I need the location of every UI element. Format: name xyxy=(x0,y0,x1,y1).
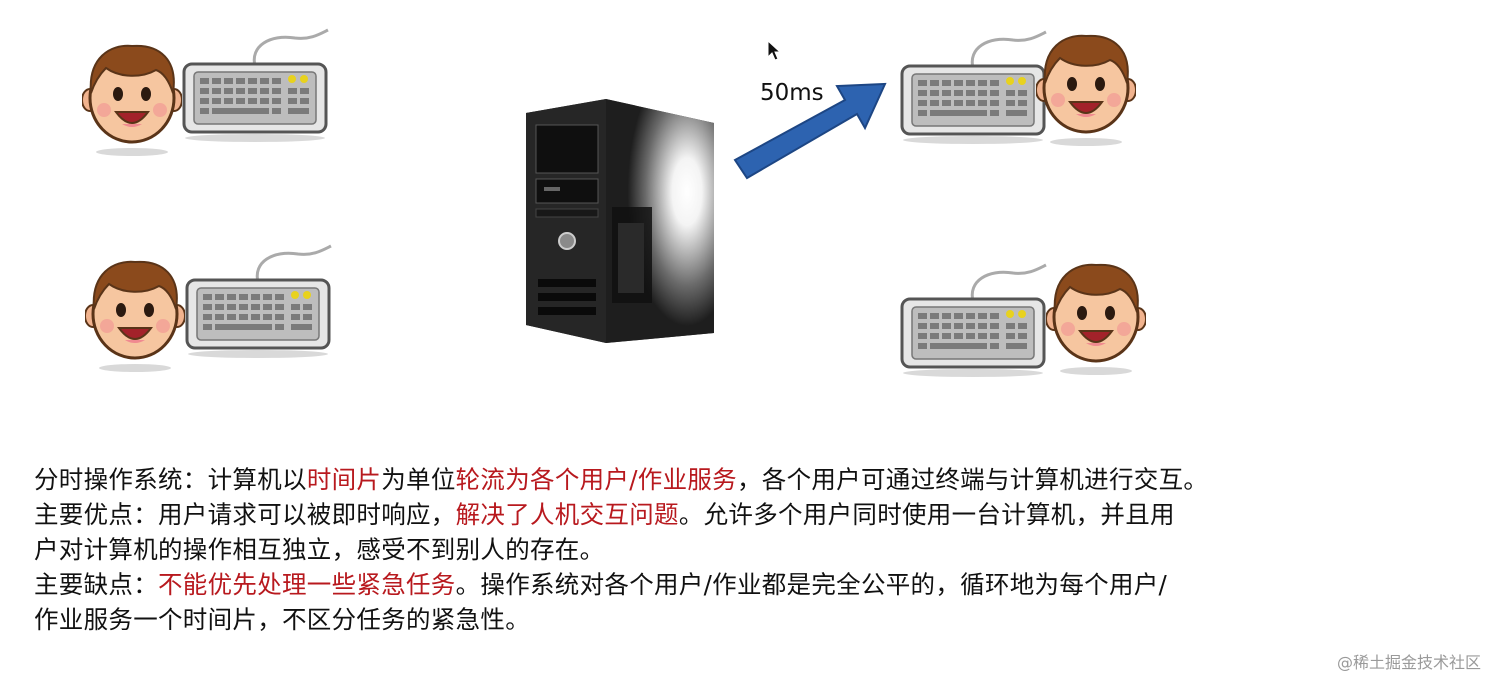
arrow-icon xyxy=(725,70,905,194)
keyboard-icon xyxy=(902,32,1046,144)
face-icon xyxy=(85,262,185,372)
watermark: @稀土掘金技术社区 xyxy=(1336,653,1481,672)
keyboard-icon xyxy=(902,265,1046,377)
face-icon xyxy=(1046,265,1146,375)
description-line-5: 作业服务一个时间片，不区分任务的紧急性。 xyxy=(34,605,530,634)
keyboard-icon xyxy=(184,30,328,142)
description-line-3: 户对计算机的操作相互独立，感受不到别人的存在。 xyxy=(34,535,605,564)
user-terminal-top-left xyxy=(82,28,332,156)
description-text: 分时操作系统：计算机以时间片为单位轮流为各个用户/作业服务，各个用户可通过终端与… xyxy=(34,462,1484,637)
highlight-no-priority: 不能优先处理一些紧急任务 xyxy=(158,570,456,599)
highlight-round-robin: 轮流为各个用户/作业服务 xyxy=(455,465,737,494)
server-tower-icon xyxy=(520,95,720,349)
face-icon xyxy=(82,46,182,156)
face-icon xyxy=(1036,36,1136,146)
highlight-time-slice: 时间片 xyxy=(306,465,382,494)
keyboard-icon xyxy=(187,246,331,358)
description-line-4: 主要缺点：不能优先处理一些紧急任务。操作系统对各个用户/作业都是完全公平的，循环… xyxy=(34,570,1168,599)
arrow-label: 50ms xyxy=(760,80,824,106)
user-terminal-bottom-right xyxy=(898,255,1148,383)
description-line-2: 主要优点：用户请求可以被即时响应，解决了人机交互问题。允许多个用户同时使用一台计… xyxy=(34,500,1175,529)
user-terminal-top-right xyxy=(898,28,1148,156)
mouse-cursor-icon xyxy=(767,39,783,66)
user-terminal-bottom-left xyxy=(85,244,335,372)
description-line-1: 分时操作系统：计算机以时间片为单位轮流为各个用户/作业服务，各个用户可通过终端与… xyxy=(34,465,1209,494)
highlight-interaction: 解决了人机交互问题 xyxy=(455,500,679,529)
